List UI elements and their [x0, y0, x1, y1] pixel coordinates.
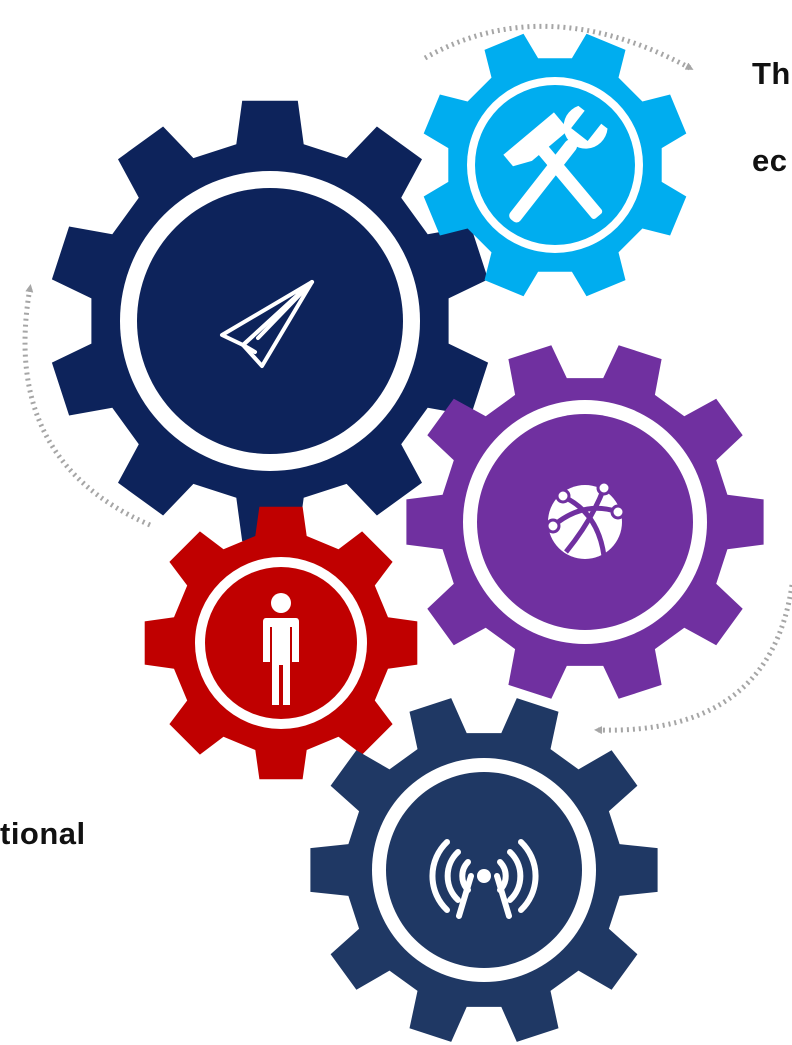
hammer-wrench-icon — [503, 105, 608, 223]
arrow-right-curve — [594, 584, 792, 735]
paper-plane-icon — [220, 280, 314, 368]
person-icon — [263, 593, 299, 705]
arrow-left-curve — [22, 284, 151, 528]
globe-network-icon — [545, 480, 626, 559]
caption-top-line2: ec — [752, 143, 788, 178]
caption-top-line1: Th — [752, 56, 791, 91]
wireless-signal-icon — [429, 839, 539, 919]
caption-bottom-left: tional — [0, 816, 86, 851]
